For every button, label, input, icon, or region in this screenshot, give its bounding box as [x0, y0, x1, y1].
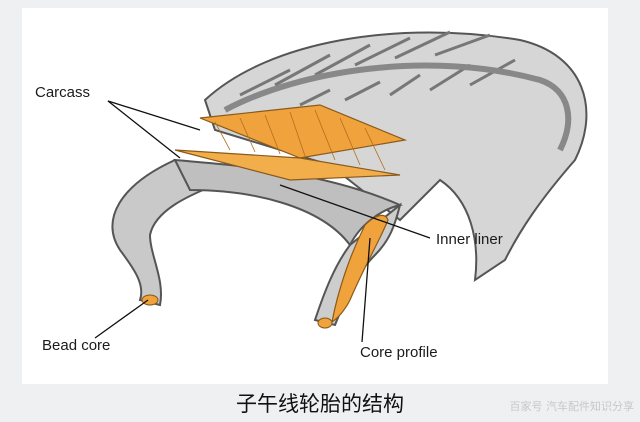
caption: 子午线轮胎的结构: [236, 392, 404, 416]
tire-tread-body: [203, 31, 588, 283]
carcass-ply-lower: [174, 149, 401, 181]
inner-liner-label: Inner liner: [436, 231, 503, 248]
carcass-plies: [174, 104, 408, 181]
watermark: 百家号 汽车配件知识分享: [509, 400, 635, 413]
carcass-label: Carcass: [35, 84, 91, 101]
tread-shoulder-ring: [223, 62, 572, 152]
tread-grooves: [239, 30, 516, 107]
bead-core-label: Bead core: [42, 337, 111, 354]
core-profile-label: Core profile: [360, 344, 438, 361]
core-profile-insert: [331, 214, 389, 324]
leader-lines: [94, 100, 431, 343]
carcass-ply-upper: [199, 104, 408, 159]
bead-core-right: [317, 317, 333, 329]
bead-core-left: [141, 294, 159, 306]
